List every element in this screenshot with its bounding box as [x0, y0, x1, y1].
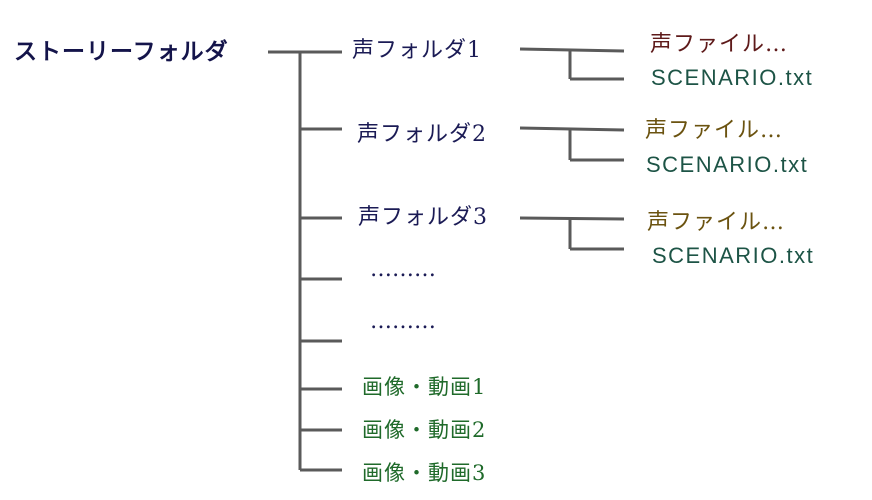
folder-2-to-voice	[519, 126, 625, 132]
root-folder-label: ストーリーフォルダ	[14, 38, 229, 65]
voice-file-label: 声ファイル…	[650, 32, 789, 57]
media-item-2-label: 画像・動画2	[362, 418, 487, 442]
media-item-1-label: 画像・動画1	[362, 375, 487, 399]
voice-folder-3-label: 声フォルダ3	[358, 205, 488, 230]
voice-file-label: 声ファイル…	[647, 210, 786, 235]
ellipsis-placeholder: ………	[370, 257, 436, 282]
scenario-file-label: SCENARIO.txt	[646, 152, 809, 177]
scenario-file-label: SCENARIO.txt	[651, 65, 814, 90]
ellipsis-placeholder: ………	[370, 309, 436, 334]
voice-file-label: 声ファイル…	[645, 118, 784, 143]
voice-folder-2-label: 声フォルダ2	[357, 122, 487, 147]
folder-3-to-voice	[519, 216, 625, 221]
scenario-file-label: SCENARIO.txt	[652, 243, 815, 268]
folder-1-to-voice	[519, 47, 625, 53]
media-item-3-label: 画像・動画3	[362, 461, 487, 485]
voice-folder-1-label: 声フォルダ1	[352, 38, 482, 63]
